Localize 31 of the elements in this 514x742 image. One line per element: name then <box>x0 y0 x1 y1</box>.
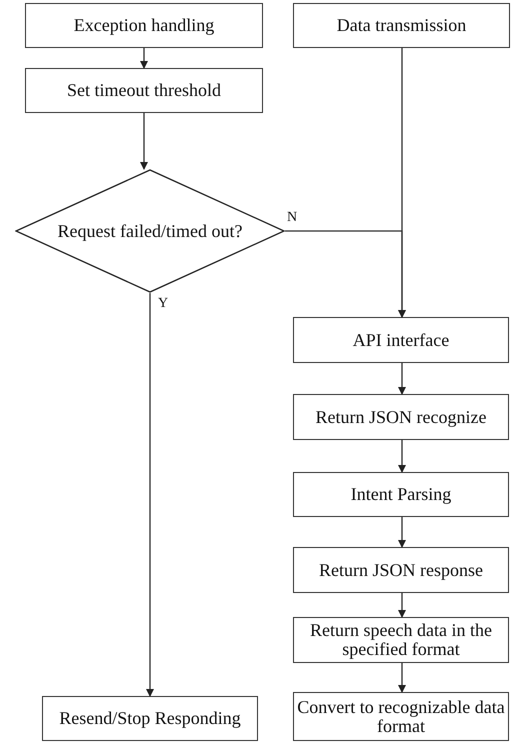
arrow <box>398 593 406 618</box>
node-text: Return speech data in the specified format <box>309 621 493 659</box>
node-text: Data transmission <box>336 16 466 35</box>
arrow <box>140 48 148 69</box>
node-text: Exception handling <box>74 16 214 35</box>
process-box <box>293 472 509 517</box>
arrow <box>398 440 406 473</box>
process-box <box>293 617 509 663</box>
node-text: Convert to recognizable data format <box>296 698 506 736</box>
process-box <box>293 317 509 363</box>
process-box <box>293 547 509 593</box>
arrow <box>398 663 406 693</box>
node-text: Resend/Stop Responding <box>59 709 241 728</box>
arrow <box>140 113 148 170</box>
decision-diamond <box>15 169 285 293</box>
process-box <box>293 3 510 48</box>
arrow <box>146 293 154 697</box>
process-box <box>293 394 509 440</box>
process-box <box>42 696 258 741</box>
node-text: Set timeout threshold <box>67 81 221 100</box>
node-text: Intent Parsing <box>350 485 452 504</box>
node-text: Return JSON response <box>319 560 483 580</box>
node-text: Return JSON recognize <box>316 408 486 426</box>
process-box <box>293 692 509 741</box>
node-text: API interface <box>352 330 450 350</box>
arrow <box>398 517 406 548</box>
arrow <box>398 363 406 395</box>
node-text: Request failed/timed out? <box>58 222 242 240</box>
arrow <box>285 230 406 318</box>
process-box <box>25 68 263 113</box>
process-box <box>25 3 263 48</box>
